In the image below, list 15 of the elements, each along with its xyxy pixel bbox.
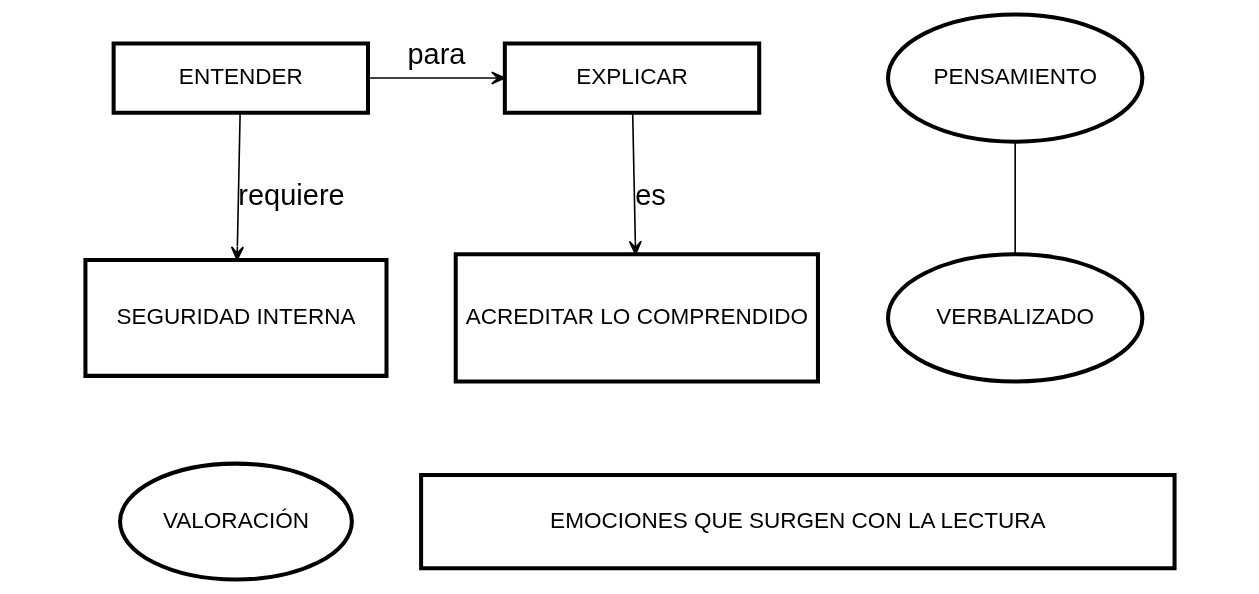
node-box: EMOCIONES QUE SURGEN CON LA LECTURA	[418, 472, 1177, 571]
connector	[1013, 141, 1016, 255]
arrow	[230, 112, 244, 261]
edge-label: requiere	[237, 179, 345, 212]
node-ellipse: PENSAMIENTO	[885, 12, 1144, 144]
node-box: ACREDITAR LO COMPRENDIDO	[453, 252, 820, 384]
node-ellipse: VALORACIÓN	[117, 461, 354, 582]
arrow	[367, 71, 505, 85]
node-ellipse: VERBALIZADO	[885, 252, 1144, 384]
node-box: ENTENDER	[111, 41, 370, 115]
node-box: SEGURIDAD INTERNA	[82, 257, 388, 378]
edge-label: para	[406, 38, 465, 71]
edge-label: es	[634, 179, 666, 212]
node-box: EXPLICAR	[502, 41, 761, 115]
arrow	[628, 112, 642, 256]
